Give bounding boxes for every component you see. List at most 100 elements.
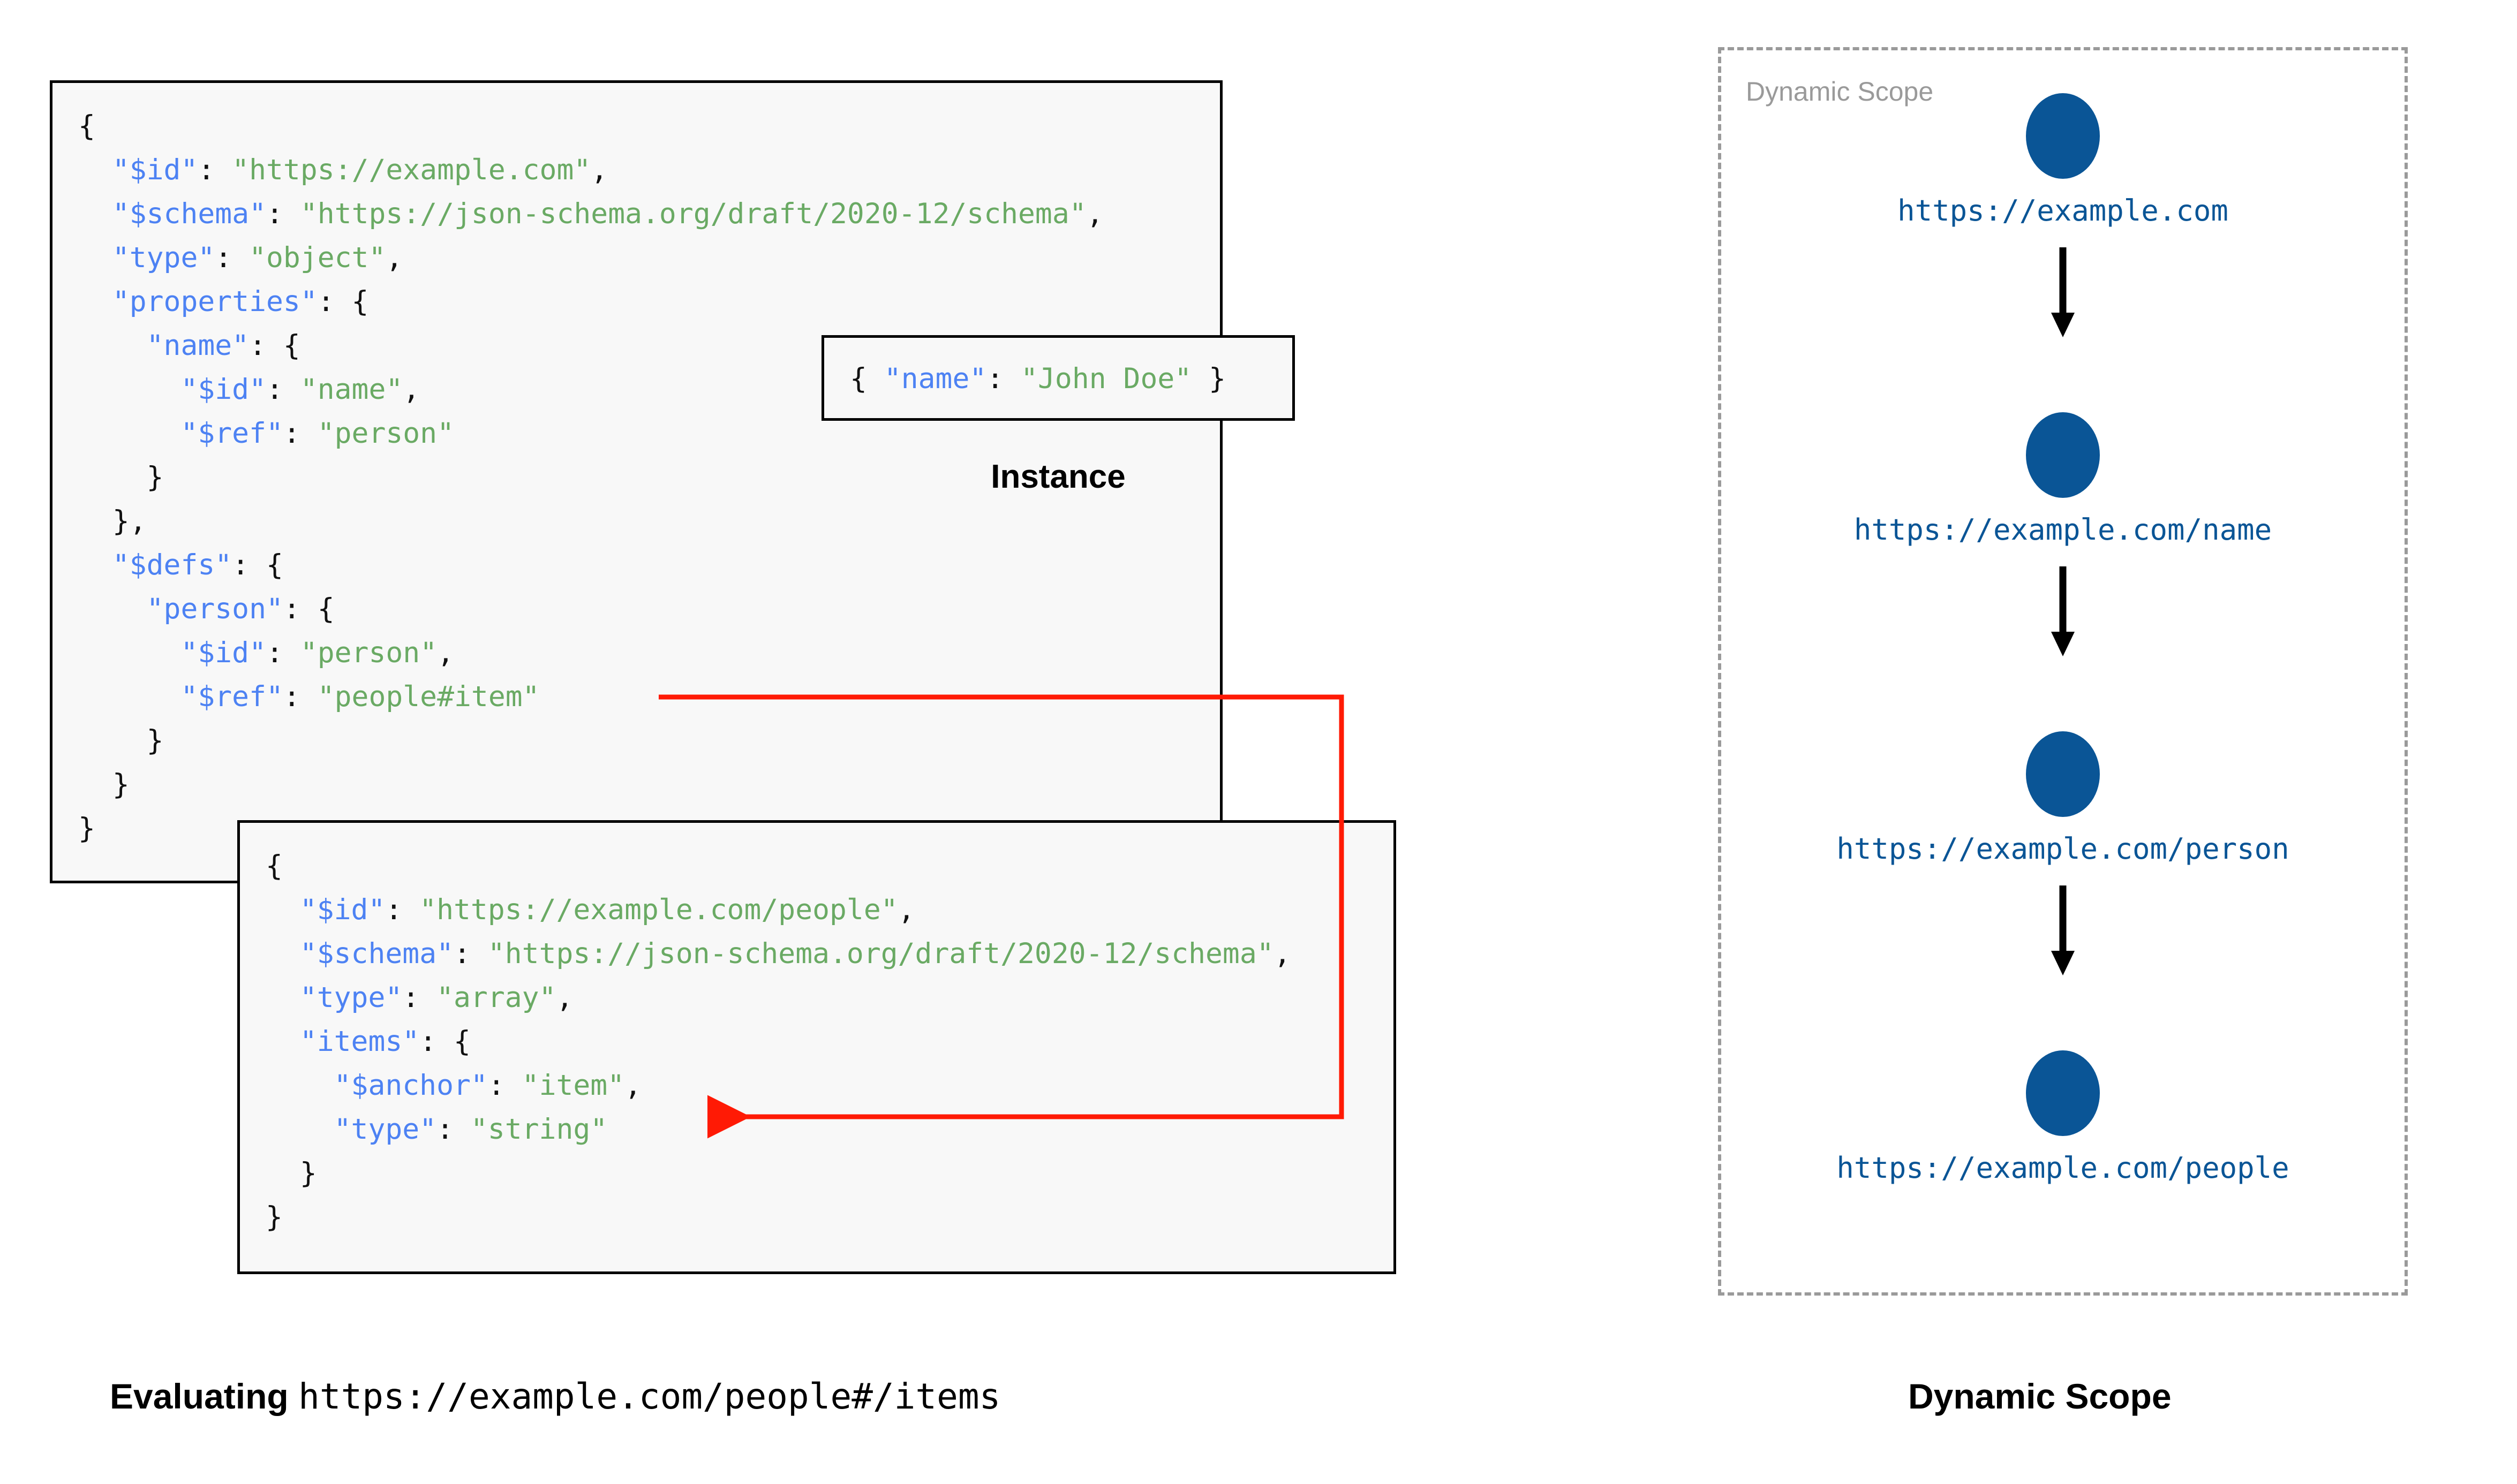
code-token: :: [266, 637, 300, 669]
code-token: [78, 285, 112, 318]
code-token: ,: [403, 373, 420, 406]
caption-uri: https://example.com/people#/items: [298, 1376, 1001, 1417]
code-token: "$ref": [180, 417, 283, 450]
code-token: "$schema": [299, 937, 454, 970]
code-token: :: [266, 373, 300, 406]
code-token: },: [78, 505, 147, 537]
code-token: }: [266, 1157, 317, 1190]
code-token: "properties": [112, 285, 318, 318]
code-token: }: [78, 768, 130, 801]
code-token: "array": [436, 981, 556, 1014]
code-token: :: [266, 198, 300, 230]
right-figure-caption: Dynamic Scope: [1908, 1376, 2172, 1416]
code-token: "$ref": [180, 680, 283, 713]
code-token: [266, 1113, 334, 1146]
code-token: [78, 154, 112, 186]
code-token: "person": [300, 637, 438, 669]
code-token: "item": [522, 1069, 625, 1102]
code-token: ,: [386, 241, 403, 274]
code-token: "$defs": [112, 549, 232, 581]
instance-code: { "name": "John Doe" }: [824, 338, 1292, 401]
code-token: [266, 1069, 334, 1102]
code-token: [78, 417, 180, 450]
code-token: [78, 198, 112, 230]
code-token: ,: [1273, 937, 1291, 970]
code-token: "type": [112, 241, 215, 274]
code-token: [266, 937, 300, 970]
caption-bold-prefix: Evaluating: [110, 1376, 289, 1416]
code-token: }: [1192, 362, 1226, 395]
code-token: "$id": [112, 154, 198, 186]
code-token: :: [986, 362, 1021, 395]
code-token: "https://json-schema.org/draft/2020-12/s…: [300, 198, 1087, 230]
code-token: : {: [317, 285, 369, 318]
code-token: }: [78, 724, 164, 757]
scope-node-label: https://example.com/name: [1853, 513, 2272, 547]
code-token: "object": [249, 241, 386, 274]
root-schema-box: { "$id": "https://example.com", "$schema…: [50, 80, 1223, 883]
code-token: :: [402, 981, 437, 1014]
dynamic-scope-panel-label: Dynamic Scope: [1746, 77, 1934, 107]
people-schema-box: { "$id": "https://example.com/people", "…: [237, 820, 1396, 1274]
scope-arrow: [1721, 566, 2405, 663]
code-token: :: [215, 241, 250, 274]
code-token: [266, 894, 300, 926]
code-token: "type": [299, 981, 403, 1014]
code-token: [78, 241, 112, 274]
scope-node-circle: [2026, 93, 2100, 179]
code-token: "$anchor": [334, 1069, 488, 1102]
code-token: "name": [884, 362, 987, 395]
code-token: "string": [470, 1113, 608, 1146]
code-token: : {: [232, 549, 283, 581]
code-token: [78, 637, 180, 669]
scope-arrow: [1721, 247, 2405, 344]
left-figure-caption: Evaluating https://example.com/people#/i…: [110, 1376, 1000, 1417]
code-token: "https://json-schema.org/draft/2020-12/s…: [487, 937, 1274, 970]
code-token: : {: [249, 329, 300, 362]
dynamic-scope-panel: Dynamic Scope https://example.com https:/…: [1718, 47, 2408, 1296]
code-token: "https://example.com/people": [419, 894, 898, 926]
code-token: {: [78, 110, 95, 142]
code-token: :: [487, 1069, 522, 1102]
instance-caption: Instance: [991, 458, 1126, 495]
scope-node: https://example.com/name: [1721, 412, 2405, 547]
code-token: }: [266, 1201, 283, 1233]
code-token: "person": [317, 417, 455, 450]
code-token: :: [283, 680, 318, 713]
code-token: "John Doe": [1021, 362, 1192, 395]
code-token: }: [78, 812, 95, 845]
scope-node-label: https://example.com/people: [1836, 1151, 2289, 1185]
code-token: {: [850, 362, 884, 395]
scope-node: https://example.com/people: [1721, 1050, 2405, 1185]
arrow-down-icon: [2051, 566, 2075, 656]
scope-node-circle: [2026, 412, 2100, 498]
code-token: : {: [283, 593, 335, 625]
code-token: [78, 373, 180, 406]
arrow-down-icon: [2051, 247, 2075, 337]
code-token: "items": [299, 1025, 420, 1058]
code-token: "$id": [180, 637, 266, 669]
code-token: "$id": [299, 894, 386, 926]
code-token: ,: [591, 154, 608, 186]
scope-node: https://example.com: [1721, 93, 2405, 228]
code-token: ,: [624, 1069, 642, 1102]
code-token: [78, 329, 147, 362]
code-token: ,: [437, 637, 455, 669]
scope-node-circle: [2026, 731, 2100, 817]
instance-box: { "name": "John Doe" }: [822, 335, 1295, 421]
code-token: "people#item": [317, 680, 540, 713]
scope-node-label: https://example.com: [1897, 194, 2228, 228]
code-token: ,: [1086, 198, 1104, 230]
root-schema-code: { "$id": "https://example.com", "$schema…: [52, 83, 1220, 851]
code-token: "https://example.com": [232, 154, 591, 186]
scope-node-circle: [2026, 1050, 2100, 1136]
people-schema-code: { "$id": "https://example.com/people", "…: [240, 823, 1393, 1239]
code-token: :: [283, 417, 318, 450]
code-token: [266, 981, 300, 1014]
code-token: [78, 549, 112, 581]
code-token: "name": [300, 373, 403, 406]
code-token: "type": [334, 1113, 437, 1146]
code-token: [78, 593, 147, 625]
code-token: :: [454, 937, 488, 970]
